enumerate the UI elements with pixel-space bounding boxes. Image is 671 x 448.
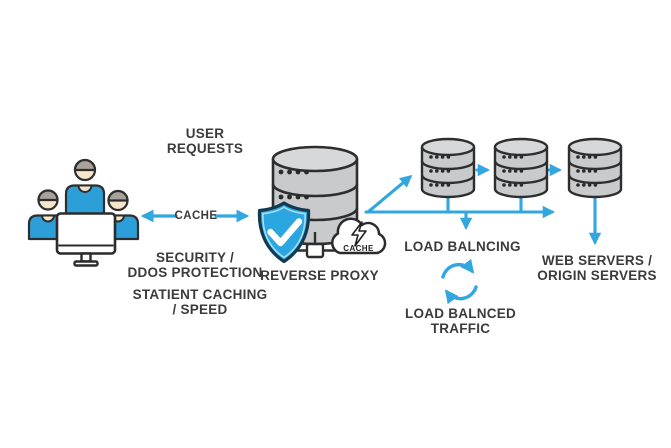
distribution-lines (364, 163, 602, 246)
checkmark-icon (267, 218, 303, 247)
web-servers-label: WEB SERVERS / ORIGIN SERVERS (537, 253, 657, 284)
security-ddos-label: SECURITY / DDOS PROTECTION (127, 250, 263, 281)
lightning-icon (351, 221, 367, 247)
web-server-stack-3-icon (567, 137, 623, 199)
user-requests-label: USER REQUESTS (166, 126, 244, 157)
load-balancing-label: LOAD BALNCING (404, 239, 521, 254)
monitor-icon (55, 212, 117, 267)
web-server-stack-1-icon (420, 137, 476, 199)
cache-cloud-icon: CACHE (331, 217, 387, 255)
shirt (64, 184, 106, 217)
cache-flow-label: CACHE (174, 210, 218, 222)
network-connector (292, 232, 340, 259)
neck (41, 214, 55, 223)
users-group-icon (27, 158, 140, 267)
web-server-stack-2-icon (493, 137, 549, 199)
neck (77, 184, 93, 193)
load-balanced-traffic-label: LOAD BALNCED TRAFFIC (405, 306, 516, 337)
hair (73, 158, 97, 172)
user-back-icon (64, 158, 106, 217)
static-caching-label: STATIENT CACHING / SPEED (132, 287, 268, 318)
reverse-proxy-icon: CACHE (257, 145, 387, 264)
monitor-base (73, 260, 99, 267)
reverse-proxy-label: REVERSE PROXY (260, 268, 379, 283)
arrow-diagonal-to-server-1 (366, 175, 413, 214)
security-shield-icon (257, 201, 311, 264)
hair (107, 189, 129, 202)
cloud-cache-label: CACHE (343, 244, 374, 253)
hair (37, 189, 59, 202)
sync-arrows-icon (441, 258, 478, 305)
